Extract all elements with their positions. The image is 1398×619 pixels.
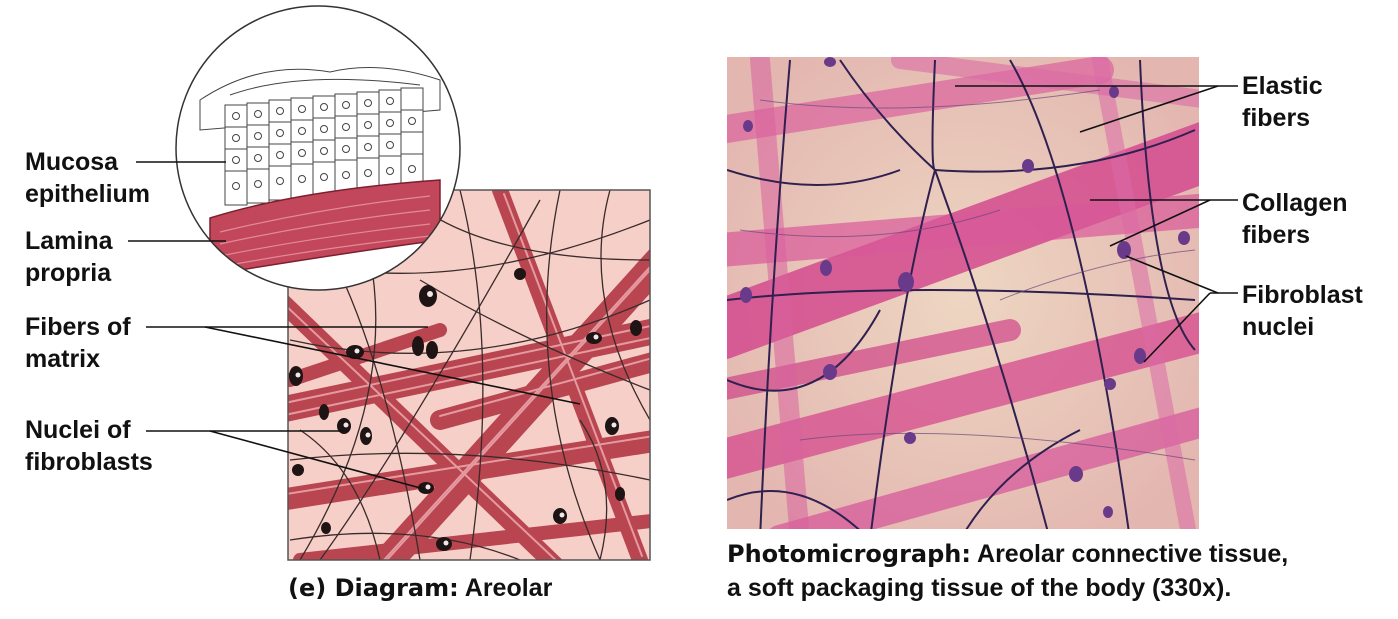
epithelial-cells bbox=[224, 87, 424, 206]
micro-elastic-fibers bbox=[727, 59, 1196, 529]
label-nuclei-of-fibroblasts: Nuclei of fibroblasts bbox=[25, 416, 153, 476]
label-collagen-fibers: Collagen fibers bbox=[1242, 189, 1348, 249]
label-fibroblast-nuclei: Fibroblast nuclei bbox=[1242, 281, 1363, 341]
diagram-caption: (e) Diagram: Areolar bbox=[288, 572, 552, 604]
photomicrograph-caption: Photomicrograph: Areolar connective tiss… bbox=[727, 538, 1288, 570]
micro-fibroblast-nuclei bbox=[740, 57, 1190, 518]
micro-collagen-bands bbox=[727, 57, 1199, 529]
photomicrograph-caption-line2: a soft packaging tissue of the body (330… bbox=[727, 574, 1232, 602]
leader-lines bbox=[128, 85, 1238, 490]
photomicrograph-caption-prefix: Photomicrograph: bbox=[727, 540, 971, 568]
diagram-caption-text: Areolar bbox=[464, 574, 553, 602]
label-lamina-propria: Lamina propria bbox=[25, 227, 113, 287]
label-fibers-of-matrix: Fibers of matrix bbox=[25, 313, 131, 373]
diagram-caption-prefix: (e) Diagram: bbox=[288, 574, 459, 602]
areolar-diagram bbox=[288, 190, 650, 560]
label-mucosa-epithelium: Mucosa epithelium bbox=[25, 148, 151, 208]
photomicrograph-image bbox=[727, 57, 1199, 529]
label-elastic-fibers: Elastic fibers bbox=[1242, 72, 1323, 132]
collagen-bundles bbox=[288, 190, 650, 560]
mucosa-inset bbox=[175, 5, 461, 291]
photomicrograph-caption-line1: Areolar connective tissue, bbox=[977, 540, 1289, 568]
